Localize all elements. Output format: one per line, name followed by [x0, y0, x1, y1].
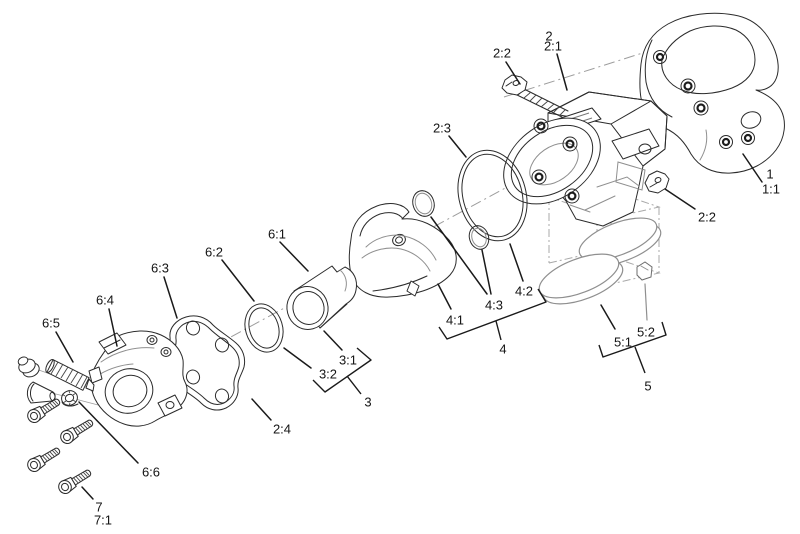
leader-6-5: [55, 331, 74, 363]
leader-3-2: [283, 347, 312, 369]
callout-5-1: 5:1: [614, 335, 632, 350]
leader-6-3: [163, 276, 178, 319]
part-o-ring-6-2: [244, 303, 284, 353]
group-brackets: [312, 288, 667, 395]
callout-6-1: 6:1: [268, 227, 286, 242]
part-o-ring-small-a: [412, 190, 435, 217]
leader-1: [742, 153, 763, 183]
part-nut-6-6: [61, 389, 79, 407]
callout-4-2: 4:2: [515, 284, 533, 299]
bracket-5: [598, 321, 667, 358]
callout-1-1: 1:1: [762, 182, 780, 197]
part-sensor-housing-6-4: [88, 330, 188, 427]
callout-labels: 2:2 22:1 2:3 11:1 2:2 6:1 6:2 6:3 6:4 6:5 3:13:2 3 2…: [42, 29, 780, 528]
callout-6-5: 6:5: [42, 316, 60, 331]
part-screw-3: [24, 443, 63, 475]
leader-lines: [55, 53, 763, 500]
callout-6-2: 6:2: [205, 245, 223, 260]
part-idle-screw-6-5: [17, 356, 95, 392]
part-screw-4: [55, 465, 94, 497]
part-clip-2-2-top: [501, 74, 528, 96]
flange-bosses: [531, 118, 580, 204]
bracket-5-leader: [634, 346, 646, 374]
leader-4-2: [509, 243, 524, 282]
part-clip-2-2-right: [644, 170, 670, 194]
leader-4-1: [437, 283, 452, 310]
part-cylinder-3-1: [286, 265, 357, 330]
callout-7-1: 7:1: [94, 513, 112, 528]
bracket-3: [312, 347, 372, 393]
part-handle-bracket-1: [639, 12, 785, 174]
callout-4-3: 4:3: [485, 298, 503, 313]
callout-6-3: 6:3: [151, 261, 169, 276]
callout-2: 2: [545, 29, 552, 44]
part-clip-5-2: [636, 261, 653, 281]
leader-3-1: [323, 330, 343, 351]
bracket-4-leader: [495, 320, 502, 341]
part-screw-2: [57, 415, 96, 447]
callout-2-4: 2:4: [273, 422, 291, 437]
callout-4: 4: [499, 342, 506, 357]
part-cone-cap: [26, 381, 56, 404]
leader-4-3b: [481, 249, 492, 295]
leader-2-2-top: [505, 61, 521, 85]
leader-5-1: [600, 304, 616, 330]
throttle-lever: [611, 128, 660, 191]
leader-6-4: [108, 308, 118, 347]
callout-2-3: 2:3: [433, 121, 451, 136]
leader-2-3: [448, 135, 467, 158]
callout-4-1: 4:1: [446, 313, 464, 328]
bracket-3-leader: [346, 375, 362, 395]
part-throttle-body-2: [503, 86, 668, 227]
callout-3-2: 3:2: [319, 367, 337, 382]
callout-2-1: 2:1: [544, 39, 562, 54]
leader-6-6: [78, 401, 139, 464]
leader-6-2: [221, 259, 255, 302]
callout-6-6: 6:6: [142, 465, 160, 480]
bracket-4: [438, 288, 547, 340]
leader-7: [81, 486, 94, 500]
callout-3-1: 3:1: [339, 353, 357, 368]
leader-4-3a: [430, 216, 488, 295]
part-o-ring-small-b: [468, 225, 490, 250]
part-cover-4-1: [348, 203, 457, 298]
leader-2-4: [251, 398, 272, 421]
callout-5: 5: [644, 379, 651, 394]
callout-1: 1: [766, 167, 773, 182]
callout-2-2-right: 2:2: [698, 210, 716, 225]
callout-5-2: 5:2: [637, 325, 655, 340]
leader-2-1: [556, 53, 568, 91]
callout-3: 3: [364, 395, 371, 410]
callout-2-2-top: 2:2: [493, 46, 511, 61]
leader-2-2-right: [664, 188, 696, 210]
callout-6-4: 6:4: [96, 293, 114, 308]
leader-5-2: [644, 283, 648, 321]
part-plate-5-1: [538, 253, 624, 305]
part-o-ring-large: [457, 149, 528, 242]
callout-7: 7: [95, 500, 102, 515]
leader-6-1: [279, 241, 309, 272]
